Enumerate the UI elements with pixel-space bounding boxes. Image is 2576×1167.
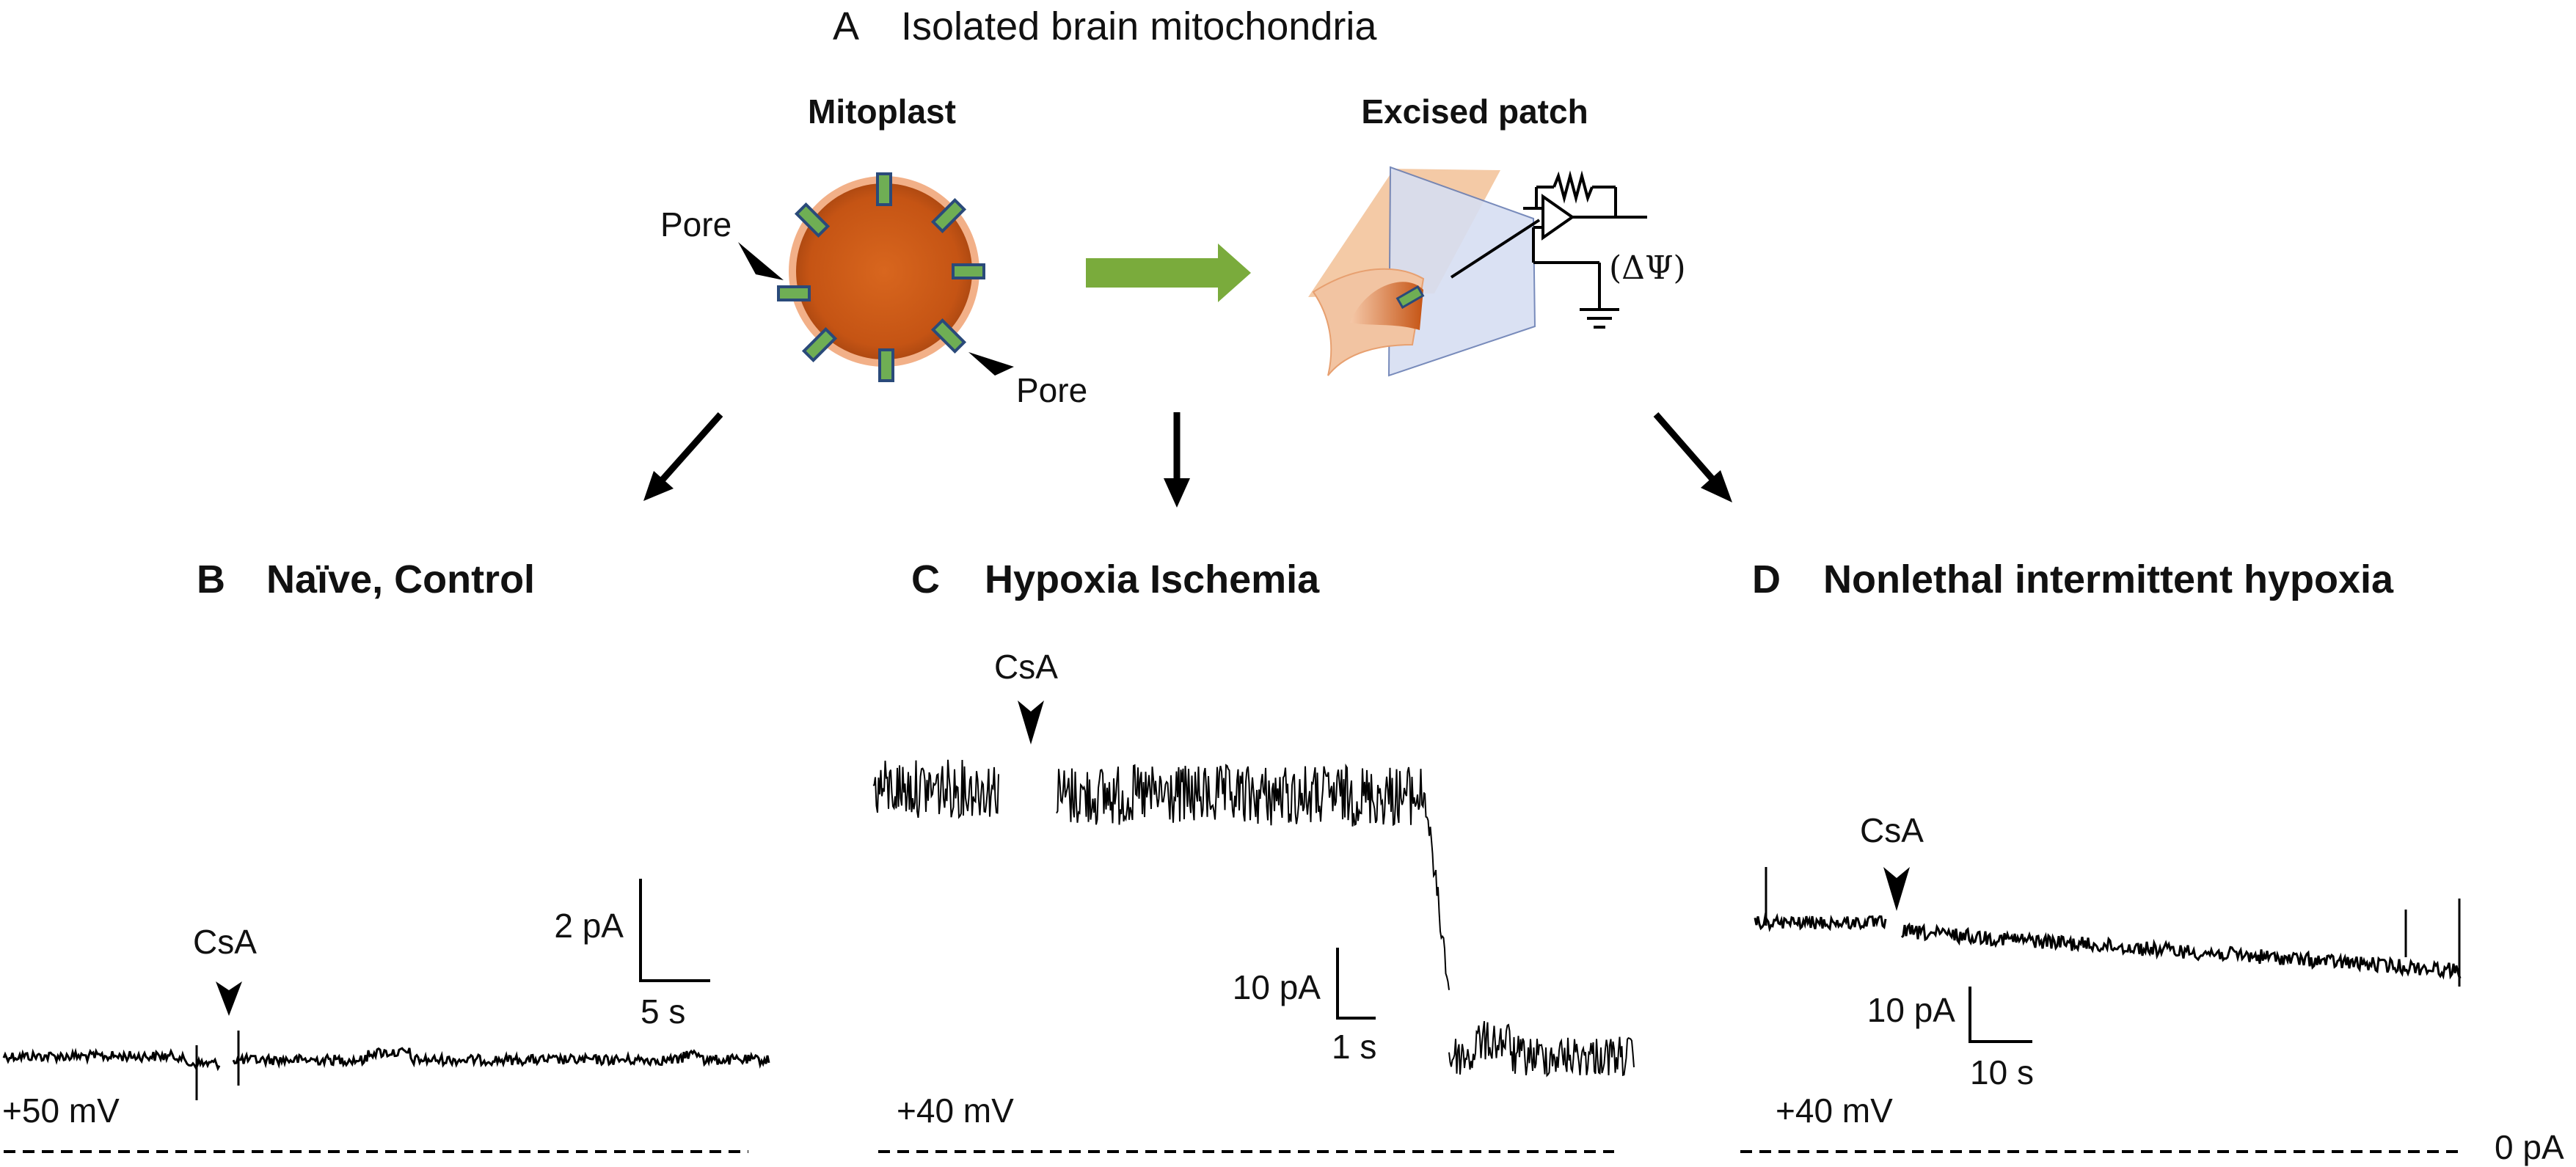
mitoplast-body [796, 183, 972, 359]
trace-d [1754, 867, 2462, 987]
arrow-to-b-head [643, 471, 674, 501]
panel-c-csa-label: CsA [994, 648, 1058, 686]
panel-b: B Naïve, Control CsA 2 pA 5 s +50 mV [2, 557, 770, 1153]
excised-patch-label: Excised patch [1361, 92, 1588, 131]
electrode-wire [1450, 219, 1541, 279]
panel-c-csa-marker [1018, 700, 1044, 745]
pore-channel [801, 326, 838, 363]
pore-label-lower: Pore [1016, 371, 1087, 409]
panel-c-scalebar [1336, 948, 1376, 1020]
panel-d-letter: D [1752, 557, 1781, 601]
panel-d-zero-label: 0 pA [2495, 1128, 2564, 1166]
panel-b-scalebar [639, 879, 710, 982]
panel-a: A Isolated brain mitochondria Mitoplast … [643, 4, 1732, 508]
trace-b-signal [232, 1047, 770, 1069]
pore-channel [930, 318, 967, 354]
panel-b-csa-label: CsA [193, 923, 257, 961]
panel-c-voltage: +40 mV [897, 1091, 1014, 1130]
trace-c-signal [1056, 763, 1425, 827]
panel-c-scale-x: 1 s [1332, 1028, 1376, 1066]
mitoplast-label: Mitoplast [808, 92, 956, 131]
patch-pore [1395, 285, 1425, 310]
pore-channel [952, 263, 985, 279]
trace-d-signal [1754, 912, 1887, 932]
pore-pointer-lower [968, 352, 1014, 376]
panel-d: D Nonlethal intermittent hypoxia CsA 10 … [1740, 557, 2564, 1166]
pore-channel [930, 197, 967, 234]
trace-c [872, 759, 1635, 1078]
trace-b-signal [2, 1047, 221, 1072]
arrow-to-c-head [1164, 478, 1190, 508]
panel-c-title: Hypoxia Ischemia [985, 557, 1320, 601]
panel-d-csa-marker [1883, 867, 1910, 911]
feedback-resistor [1552, 170, 1594, 204]
arrow-to-b-shaft [659, 412, 723, 483]
pore-channels [777, 172, 985, 382]
panel-c-letter: C [911, 557, 940, 601]
arrow-to-d-head [1701, 470, 1732, 502]
panel-a-title: Isolated brain mitochondria [901, 4, 1377, 48]
panel-d-title: Nonlethal intermittent hypoxia [1823, 557, 2394, 601]
panel-d-scale-x: 10 s [1970, 1053, 2034, 1091]
panel-d-scalebar [1969, 987, 2032, 1043]
panel-d-scalebar-lines [1969, 987, 2032, 1043]
trace-d-signal [1900, 922, 2462, 980]
panel-b-scale-x: 5 s [641, 992, 685, 1031]
green-arrow [1086, 244, 1251, 302]
mitoplast-diagram: Pore Pore [660, 172, 1087, 409]
pore-pointer-upper [738, 242, 784, 280]
arrow-to-d-shaft [1653, 412, 1715, 480]
excised-patch-diagram: (ΔΨ) [1308, 166, 1686, 377]
pore-channel [777, 285, 811, 301]
panel-d-csa-label: CsA [1860, 811, 1924, 849]
panel-b-csa-marker [216, 981, 242, 1016]
panel-b-title: Naïve, Control [266, 557, 535, 601]
pore-channel [876, 172, 892, 206]
branch-arrows [643, 412, 1732, 508]
panel-c-scale-y: 10 pA [1233, 968, 1321, 1006]
trace-c-signal [1448, 1020, 1635, 1078]
panel-d-scale-y: 10 pA [1867, 991, 1956, 1029]
trace-b [2, 1031, 770, 1100]
pore-channel [794, 202, 831, 238]
panel-c: C Hypoxia Ischemia CsA 10 pA 1 s +40 mV [872, 557, 1635, 1153]
panel-b-scalebar-lines [639, 879, 710, 982]
pore-channel [878, 348, 894, 382]
panel-c-scalebar-lines [1336, 948, 1376, 1020]
pore-label-upper: Pore [660, 205, 731, 244]
membrane-potential-label: (ΔΨ) [1609, 249, 1686, 287]
trace-c-signal [872, 759, 999, 819]
panel-b-letter: B [197, 557, 225, 601]
op-amp-symbol [1541, 194, 1575, 241]
panel-d-voltage: +40 mV [1776, 1091, 1893, 1130]
trace-c-signal [1424, 793, 1450, 990]
panel-b-voltage: +50 mV [2, 1091, 120, 1130]
panel-b-scale-y: 2 pA [554, 907, 624, 945]
panel-a-letter: A [833, 4, 859, 48]
amplifier-circuit [1450, 170, 1647, 329]
